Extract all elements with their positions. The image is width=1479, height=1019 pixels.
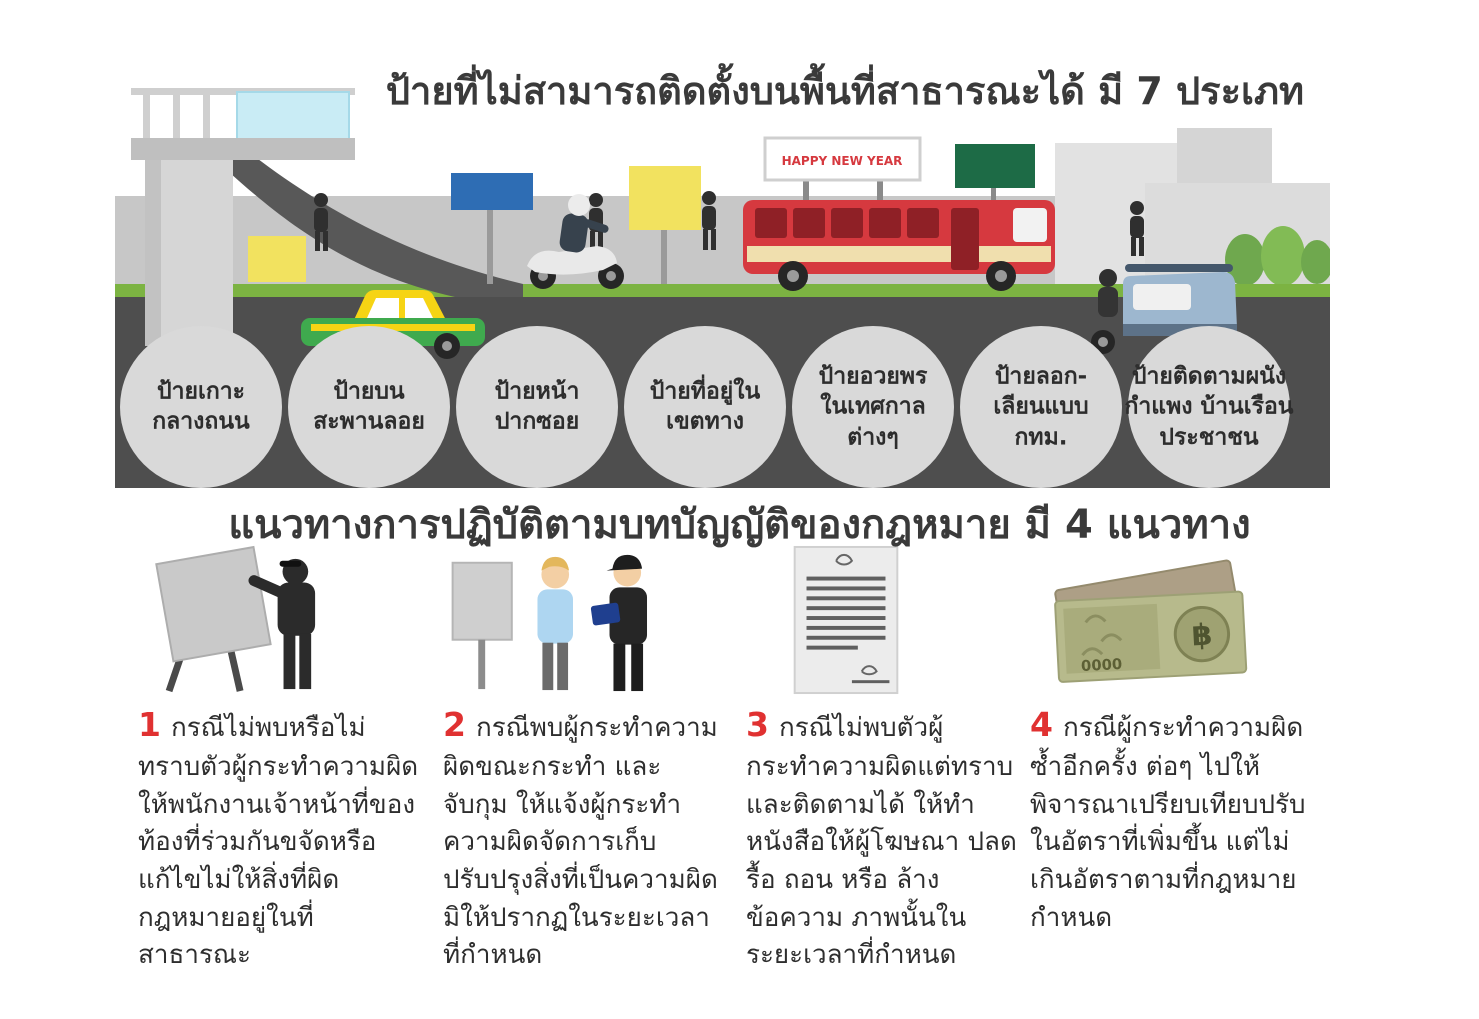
billboard-text: HAPPY NEW YEAR xyxy=(782,154,903,168)
guidelines-title: แนวทางการปฏิบัติตามบทบัญญัติของกฎหมาย มี… xyxy=(228,502,1251,548)
note-digits: 0000 xyxy=(1081,656,1123,675)
sign-type-label-4: ป้ายที่อยู่ใน เขตทาง xyxy=(649,378,761,435)
motorcycle xyxy=(527,194,624,289)
fine-banknotes-icon: ฿ 0000 xyxy=(1030,545,1322,695)
sign-type-circle-2: ป้ายบน สะพานลอย xyxy=(288,326,450,488)
green-sign xyxy=(955,144,1035,188)
overpass-ramp xyxy=(203,138,523,297)
page-title: ป้ายที่ไม่สามารถติดตั้งบนพื้นที่สาธารณะไ… xyxy=(385,69,1305,113)
guideline-number-2: 2 xyxy=(443,705,466,744)
pedestrian-bridge xyxy=(131,88,355,346)
guideline-number-3: 3 xyxy=(746,705,769,744)
sign-type-label-2: ป้ายบน สะพานลอย xyxy=(313,378,425,435)
sign-type-label-5: ป้ายอวยพร ในเทศกาล ต่างๆ xyxy=(818,363,928,451)
sign-type-circle-5: ป้ายอวยพร ในเทศกาล ต่างๆ xyxy=(792,326,954,488)
notice-letter-icon xyxy=(746,545,1018,695)
sign-type-circle-1: ป้ายเกาะ กลางถนน xyxy=(120,326,282,488)
sign-type-label-6: ป้ายลอก- เลียนแบบ กทม. xyxy=(993,363,1089,451)
yellow-road-sign xyxy=(629,166,701,284)
sign-type-circle-6: ป้ายลอก- เลียนแบบ กทม. xyxy=(960,326,1122,488)
trees xyxy=(1225,226,1333,286)
guideline-body-1: กรณีไม่พบหรือไม่ทราบตัวผู้กระทำความผิด ใ… xyxy=(138,713,419,971)
worker-removing-sign-icon xyxy=(138,545,422,695)
guideline-number-4: 4 xyxy=(1030,705,1053,744)
sign-type-circle-3: ป้ายหน้า ปากซอย xyxy=(456,326,618,488)
sign-type-label-1: ป้ายเกาะ กลางถนน xyxy=(152,378,250,435)
guideline-number-1: 1 xyxy=(138,705,161,744)
guideline-body-2: กรณีพบผู้กระทำความผิดขณะกระทำ และจับกุม … xyxy=(443,713,718,971)
officer-arresting-offender-icon xyxy=(443,545,725,695)
blue-road-sign xyxy=(451,173,533,284)
sign-type-circle-7: ป้ายติดตามผนัง กำแพง บ้านเรือน ประชาชน xyxy=(1124,326,1294,488)
baht-symbol: ฿ xyxy=(1191,617,1213,652)
sign-type-circle-4: ป้ายที่อยู่ใน เขตทาง xyxy=(624,326,786,488)
billboard xyxy=(763,136,922,182)
guideline-body-4: กรณีผู้กระทำความผิดซ้ำอีกครั้ง ต่อๆ ไปให… xyxy=(1030,713,1306,933)
bridge-sign xyxy=(236,91,350,140)
yellow-sign-small xyxy=(248,236,306,282)
bus: HAPPY NEW YEAR xyxy=(743,136,1055,291)
sign-type-label-3: ป้ายหน้า ปากซอย xyxy=(494,378,580,435)
sign-type-label-7: ป้ายติดตามผนัง กำแพง บ้านเรือน ประชาชน xyxy=(1124,363,1294,451)
guideline-body-3: กรณีไม่พบตัวผู้กระทำความผิดแต่ทราบและติด… xyxy=(746,713,1017,971)
